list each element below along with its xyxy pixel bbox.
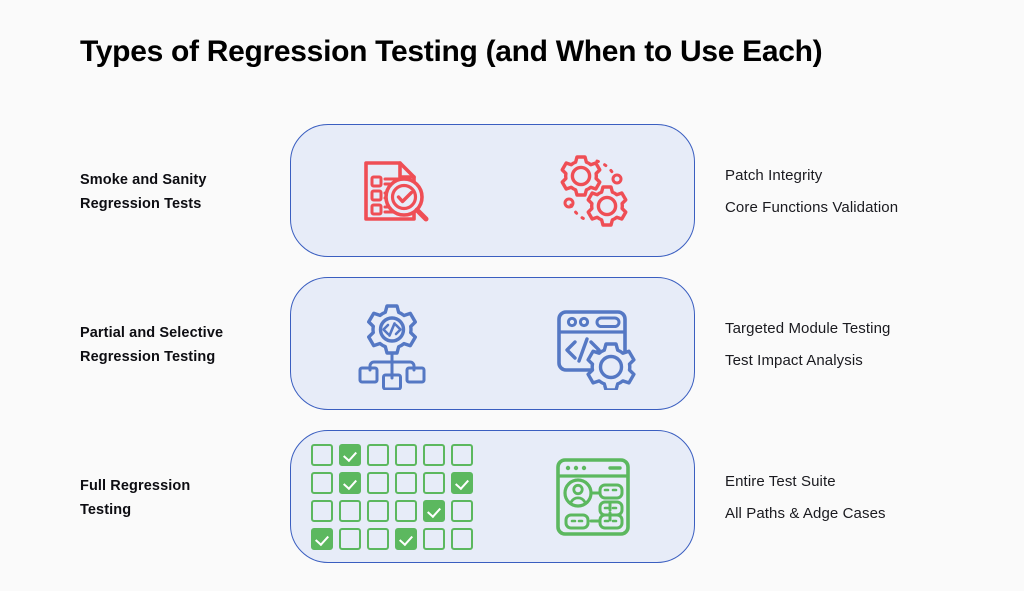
checkbox-grid-icon — [302, 443, 482, 550]
checkbox-unchecked — [338, 527, 361, 550]
checkbox-unchecked — [422, 527, 445, 550]
checkbox-checked — [338, 443, 361, 466]
label-line-1: Partial and Selective — [80, 325, 224, 341]
row-smoke-and-sanity: Smoke and Sanity Regression Tests — [0, 124, 1024, 260]
browser-user-flow-icon — [503, 447, 683, 547]
row-points-full-regression: Entire Test Suite All Paths & Adge Cases — [725, 430, 1005, 566]
point-item: All Paths & Adge Cases — [725, 505, 886, 522]
checkbox-unchecked — [366, 471, 389, 494]
checkbox-unchecked — [310, 499, 333, 522]
checkbox-unchecked — [394, 443, 417, 466]
checkbox-unchecked — [338, 499, 361, 522]
label-line-2: Testing — [80, 502, 132, 518]
row-label-partial-and-selective: Partial and Selective Regression Testing — [80, 277, 280, 413]
checkbox-unchecked — [310, 471, 333, 494]
checkbox-checked — [450, 471, 473, 494]
checkbox-unchecked — [450, 499, 473, 522]
label-line-2: Regression Testing — [80, 349, 216, 365]
row-label-smoke-and-sanity: Smoke and Sanity Regression Tests — [80, 124, 280, 260]
label-line-2: Regression Tests — [80, 196, 202, 212]
checkbox-unchecked — [394, 499, 417, 522]
checkbox-unchecked — [450, 527, 473, 550]
checkbox-unchecked — [310, 443, 333, 466]
card-smoke-and-sanity — [290, 124, 695, 257]
label-line-1: Smoke and Sanity — [80, 172, 207, 188]
checkbox-unchecked — [366, 443, 389, 466]
card-full-regression — [290, 430, 695, 563]
row-points-partial-and-selective: Targeted Module Testing Test Impact Anal… — [725, 277, 1005, 413]
checkbox-checked — [310, 527, 333, 550]
checkbox-unchecked — [366, 527, 389, 550]
checkbox-unchecked — [450, 443, 473, 466]
row-points-smoke-and-sanity: Patch Integrity Core Functions Validatio… — [725, 124, 1005, 260]
point-item: Targeted Module Testing — [725, 320, 891, 337]
label-line-1: Full Regression — [80, 478, 191, 494]
row-full-regression: Full Regression Testing — [0, 430, 1024, 566]
checkbox-checked — [394, 527, 417, 550]
gear-code-hierarchy-icon — [302, 294, 482, 394]
point-item: Entire Test Suite — [725, 473, 836, 490]
checkbox-checked — [338, 471, 361, 494]
card-partial-and-selective — [290, 277, 695, 410]
point-item: Test Impact Analysis — [725, 352, 863, 369]
page-title: Types of Regression Testing (and When to… — [80, 35, 823, 68]
row-partial-and-selective: Partial and Selective Regression Testing — [0, 277, 1024, 413]
row-label-full-regression: Full Regression Testing — [80, 430, 280, 566]
browser-code-gear-icon — [503, 294, 683, 394]
point-item: Core Functions Validation — [725, 199, 899, 216]
checkbox-grid — [310, 443, 473, 550]
checkbox-unchecked — [422, 443, 445, 466]
gears-icon — [503, 141, 683, 241]
checkbox-checked — [422, 499, 445, 522]
checkbox-unchecked — [394, 471, 417, 494]
document-checklist-magnifier-icon — [302, 141, 482, 241]
point-item: Patch Integrity — [725, 167, 823, 184]
checkbox-unchecked — [422, 471, 445, 494]
checkbox-unchecked — [366, 499, 389, 522]
